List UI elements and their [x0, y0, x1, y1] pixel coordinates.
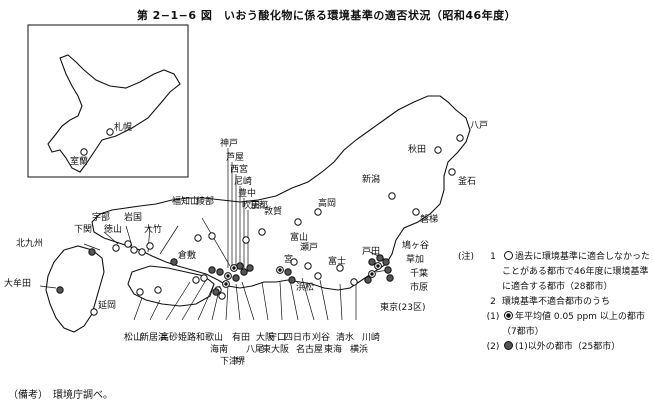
label-nagoya: 名古屋	[296, 343, 323, 355]
label-kariya: 刈谷	[312, 331, 330, 343]
label-muroran: 室蘭	[70, 155, 88, 167]
note-2a: (1) 年平均値 0.05 ppm 以上の都市（7都市）	[458, 310, 650, 340]
label-matsuyama: 松山	[124, 331, 142, 343]
label-shimonoseki: 下関	[74, 224, 92, 235]
label-tsuruga: 敦賀	[264, 205, 282, 217]
note-2b-number: (2)	[486, 342, 500, 352]
label-ichihara: 市原	[410, 281, 428, 293]
note-2b-text: (1)以外の都市（25都市）	[502, 340, 650, 355]
kyushu-outline	[45, 245, 105, 333]
label-kurashiki: 倉敷	[178, 249, 196, 261]
label-ashiya: 芦屋	[226, 152, 244, 163]
label-nobeoka: 延岡	[98, 299, 116, 311]
note-2-text: 環境基準不適合都市のうち	[502, 297, 611, 307]
label-yokkaichi: 四日市	[284, 331, 311, 343]
label-akita: 秋田	[408, 143, 426, 155]
note-2b-body: (1)以外の都市（25都市）	[515, 342, 621, 352]
label-suita: 吹田	[242, 199, 260, 211]
label-iwakuni: 岩国	[124, 211, 142, 223]
map-label-group: 札幌 室蘭 八戸 秋田 釜石 新潟 磐梯 高岡 富山 敦賀 京都 神戸 芦屋 西…	[4, 120, 488, 367]
filled-circle-icon	[504, 341, 513, 350]
label-omuta: 大牟田	[4, 277, 31, 289]
label-osaka: 大阪	[256, 331, 274, 343]
note-2a-body: 年平均値 0.05 ppm 以上の都市（7都市）	[502, 312, 645, 337]
label-ube: 宇部	[92, 211, 110, 223]
label-takasago: 高砂	[160, 331, 178, 343]
label-takaoka: 高岡	[318, 197, 336, 209]
label-yokohama: 横浜	[350, 343, 368, 355]
dot-markers	[222, 262, 382, 288]
note-2: 2 環境基準不適合都市のうち	[458, 295, 650, 310]
open-markers	[80, 128, 464, 316]
label-shimotsu: 下津	[220, 356, 238, 367]
label-toyonaka: 豊中	[238, 187, 256, 199]
label-wakayama: 和歌山	[196, 331, 223, 343]
label-sakai: 堺	[236, 355, 245, 367]
label-hamamatsu: 浜松	[296, 281, 314, 293]
label-sapporo: 札幌	[114, 121, 132, 133]
label-niigata: 新潟	[362, 173, 380, 185]
note-2a-text: 年平均値 0.05 ppm 以上の都市（7都市）	[502, 310, 650, 340]
label-ayabe: 綾部	[196, 195, 214, 207]
label-chiba: 千葉	[410, 267, 428, 279]
label-soka: 草加	[406, 253, 424, 265]
label-kawasaki: 川崎	[362, 331, 380, 343]
note-2a-number: (1)	[486, 312, 500, 322]
label-otake: 大竹	[144, 223, 162, 235]
label-toda: 戸田	[362, 246, 380, 257]
note-1: (注) 1 過去に環境基準に適合しなかったことがある都市で46年度に環境基準に適…	[458, 250, 650, 295]
label-fukuchiyama: 福知山	[172, 195, 199, 207]
label-tokuyama: 徳山	[104, 223, 122, 235]
label-kainan: 海南	[210, 343, 228, 355]
label-kyoto: 京都	[250, 199, 268, 211]
note-head: (注)	[458, 252, 475, 262]
honshu-outline	[91, 95, 471, 291]
note-1-text: 過去に環境基準に適合しなかったことがある都市で46年度に環境基準に適合する都市（…	[502, 250, 650, 295]
label-shimizu: 清水	[336, 331, 354, 343]
label-niihama: 新居浜	[140, 331, 167, 343]
label-amagasaki: 尼崎	[234, 175, 252, 187]
note-2-number: 2	[490, 297, 496, 307]
label-himeji: 姫路	[178, 331, 196, 343]
dotted-circle-icon	[504, 311, 513, 320]
label-seto: 瀬戸	[300, 241, 318, 253]
label-moriguchi: 守口	[268, 331, 286, 343]
label-hatogaya: 鳩ヶ谷	[402, 239, 429, 251]
footer-source: （備考） 環境庁調べ。	[8, 390, 113, 401]
label-tokai: 東海	[324, 343, 342, 355]
label-miya: 宮	[284, 253, 293, 265]
label-kobe: 神戸	[220, 137, 238, 149]
note-2b: (2) (1)以外の都市（25都市）	[458, 340, 650, 355]
filled-markers	[56, 248, 394, 296]
open-circle-icon	[504, 251, 513, 260]
label-iwaki: 磐梯	[420, 213, 438, 225]
hokkaido-outline	[47, 54, 181, 173]
note-1-body: 過去に環境基準に適合しなかったことがある都市で46年度に環境基準に適合する都市（…	[502, 252, 651, 292]
shikoku-outline	[127, 265, 215, 307]
label-nishinomiya: 西宮	[230, 163, 248, 175]
label-arida: 有田	[232, 331, 250, 343]
label-kamaishi: 釜石	[458, 175, 476, 187]
label-fuji: 富士	[328, 255, 346, 267]
hokkaido-inset-frame	[27, 24, 189, 178]
note-1-number: 1	[490, 252, 496, 262]
label-higashiosaka: 東大阪	[262, 343, 289, 355]
label-toyama: 富山	[290, 231, 308, 243]
label-kitakyushu: 北九州	[16, 238, 43, 249]
label-hachinohe: 八戸	[470, 120, 488, 131]
figure-title: 第 2−1−6 図 いおう酸化物に係る環境基準の適否状況（昭和46年度）	[136, 9, 517, 22]
label-yao: 八尾	[246, 344, 264, 355]
legend-notes: (注) 1 過去に環境基準に適合しなかったことがある都市で46年度に環境基準に適…	[458, 250, 650, 355]
label-tokyo23: 東京(23区)	[380, 301, 425, 313]
